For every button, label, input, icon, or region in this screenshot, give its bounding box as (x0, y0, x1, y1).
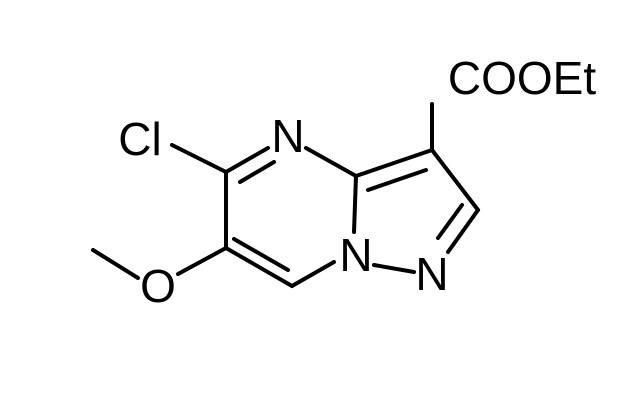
bond-o-methyl (91, 248, 140, 280)
bond-c5-cl (170, 143, 228, 174)
bond-c5-n4-inner (238, 160, 276, 184)
bond-c2-n1 (446, 208, 480, 254)
chlorine-atom: Cl (118, 113, 162, 165)
bond-c7-c6 (224, 246, 294, 288)
nitrogen-atom-pyrazole: N (415, 248, 449, 300)
bond-n1-n8 (372, 263, 416, 274)
bond-c5-n4 (224, 146, 270, 174)
nitrogen-atom-bridgehead: N (339, 229, 373, 281)
bond-c3a-c3 (354, 148, 434, 178)
bond-c3-c2 (430, 148, 480, 212)
oxygen-atom-methoxy: O (140, 260, 176, 312)
bond-c7-c6-inner (232, 237, 290, 272)
bond-c3a-n8 (352, 174, 358, 234)
bond-c3a-c3-inner (366, 168, 428, 192)
nitrogen-atom-ring: N (271, 110, 305, 162)
bond-n8-c7 (290, 260, 336, 288)
bond-c2-n1-inner (436, 203, 464, 240)
ester-group-label: COOEt (447, 52, 597, 104)
bond-c6-o (176, 246, 228, 276)
bond-n4-c3a (304, 146, 358, 178)
